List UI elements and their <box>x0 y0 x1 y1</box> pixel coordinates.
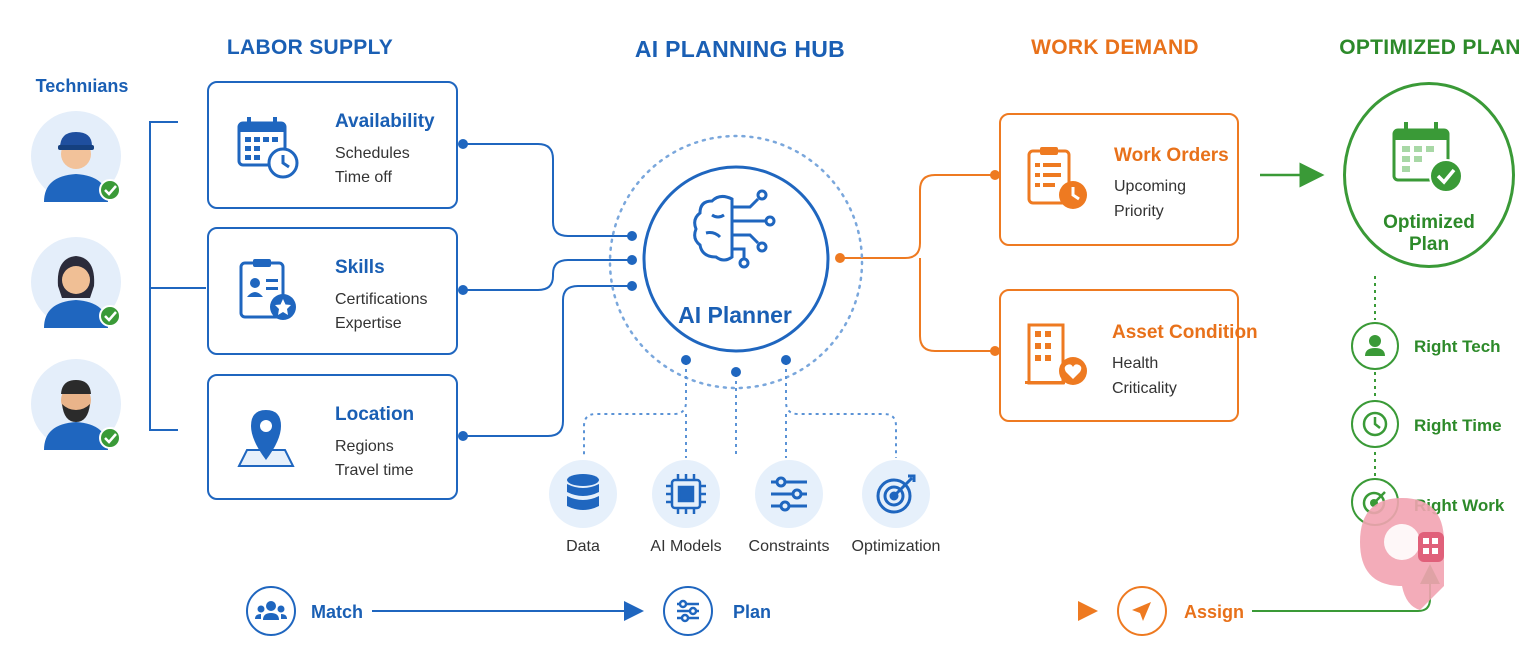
card-line: Expertise <box>335 315 402 332</box>
card-title: Location <box>335 404 415 425</box>
skills-card[interactable]: Skills Certifications Expertise <box>207 227 458 355</box>
calendar-check-icon <box>1392 122 1463 193</box>
ai-planner-hub[interactable] <box>640 163 832 355</box>
tools-tree <box>583 362 897 458</box>
card-line: Priority <box>1114 203 1164 220</box>
check-label: Right Tech <box>1414 337 1501 356</box>
card-line: Regions <box>335 438 394 455</box>
map-pin-icon <box>231 400 301 470</box>
card-line: Criticality <box>1112 380 1177 397</box>
calendar-clock-icon <box>233 111 303 181</box>
technician-cap-icon <box>30 110 122 202</box>
tool-label: Data <box>566 538 600 555</box>
wire-demand <box>840 174 995 352</box>
technicians-label: Technıians <box>35 76 129 96</box>
technician-bracket <box>149 121 206 431</box>
optimized-plan-label: Optimized Plan <box>1343 212 1515 256</box>
sliders-icon[interactable] <box>755 460 823 528</box>
card-line: Health <box>1112 355 1159 372</box>
labor-supply-heading: LABOR SUPPLY <box>226 36 394 59</box>
sliders-icon[interactable] <box>663 586 713 636</box>
technician-woman-icon <box>30 236 122 328</box>
hub-heading: AI PLANNING HUB <box>634 36 846 62</box>
card-line: Schedules <box>335 145 410 162</box>
flow-label: Plan <box>733 602 772 622</box>
tool-label: Optimization <box>851 538 941 555</box>
wire-availability <box>463 143 632 237</box>
check-label: Right Work <box>1414 496 1505 515</box>
brain-circuit-icon <box>693 189 776 269</box>
database-icon[interactable] <box>549 460 617 528</box>
wire-location <box>463 285 632 437</box>
tool-label: Constraints <box>748 538 830 555</box>
wire-skills <box>463 259 632 291</box>
target-icon[interactable] <box>862 460 930 528</box>
flow-label: Match <box>311 602 364 622</box>
optimized-label-line: Plan <box>1408 234 1450 255</box>
hub-label: AI Planner <box>678 302 792 328</box>
work-demand-heading: WORK DEMAND <box>1031 36 1199 59</box>
card-line: Upcoming <box>1114 178 1187 195</box>
clock-icon <box>1351 400 1399 448</box>
card-line: Travel time <box>335 462 414 479</box>
card-title: Availability <box>335 111 435 132</box>
work-orders-card[interactable]: Work Orders Upcoming Priority <box>999 113 1239 246</box>
technician-beard-icon <box>30 358 122 450</box>
asset-condition-card[interactable]: Asset Condition Health Criticality <box>999 289 1258 422</box>
clipboard-clock-icon <box>1023 143 1093 213</box>
card-title: Asset Condition <box>1112 322 1258 343</box>
card-title: Work Orders <box>1114 145 1229 166</box>
card-title: Skills <box>335 257 385 278</box>
building-heart-icon <box>1021 319 1091 389</box>
watermark-logo <box>1360 498 1444 610</box>
badge-star-icon <box>233 255 303 325</box>
optimized-plan-heading: OPTIMIZED PLAN <box>1339 36 1521 59</box>
team-icon[interactable] <box>246 586 296 636</box>
availability-card[interactable]: Availability Schedules Time off <box>207 81 458 209</box>
check-label: Right Time <box>1414 416 1502 435</box>
card-line: Time off <box>335 169 392 186</box>
person-icon <box>1351 322 1399 370</box>
optimized-label-line: Optimized <box>1383 212 1475 233</box>
flow-label: Assign <box>1184 602 1245 622</box>
tool-label: AI Models <box>650 538 722 555</box>
location-card[interactable]: Location Regions Travel time <box>207 374 458 500</box>
card-line: Certifications <box>335 291 428 308</box>
send-icon[interactable] <box>1117 586 1167 636</box>
chip-icon[interactable] <box>652 460 720 528</box>
